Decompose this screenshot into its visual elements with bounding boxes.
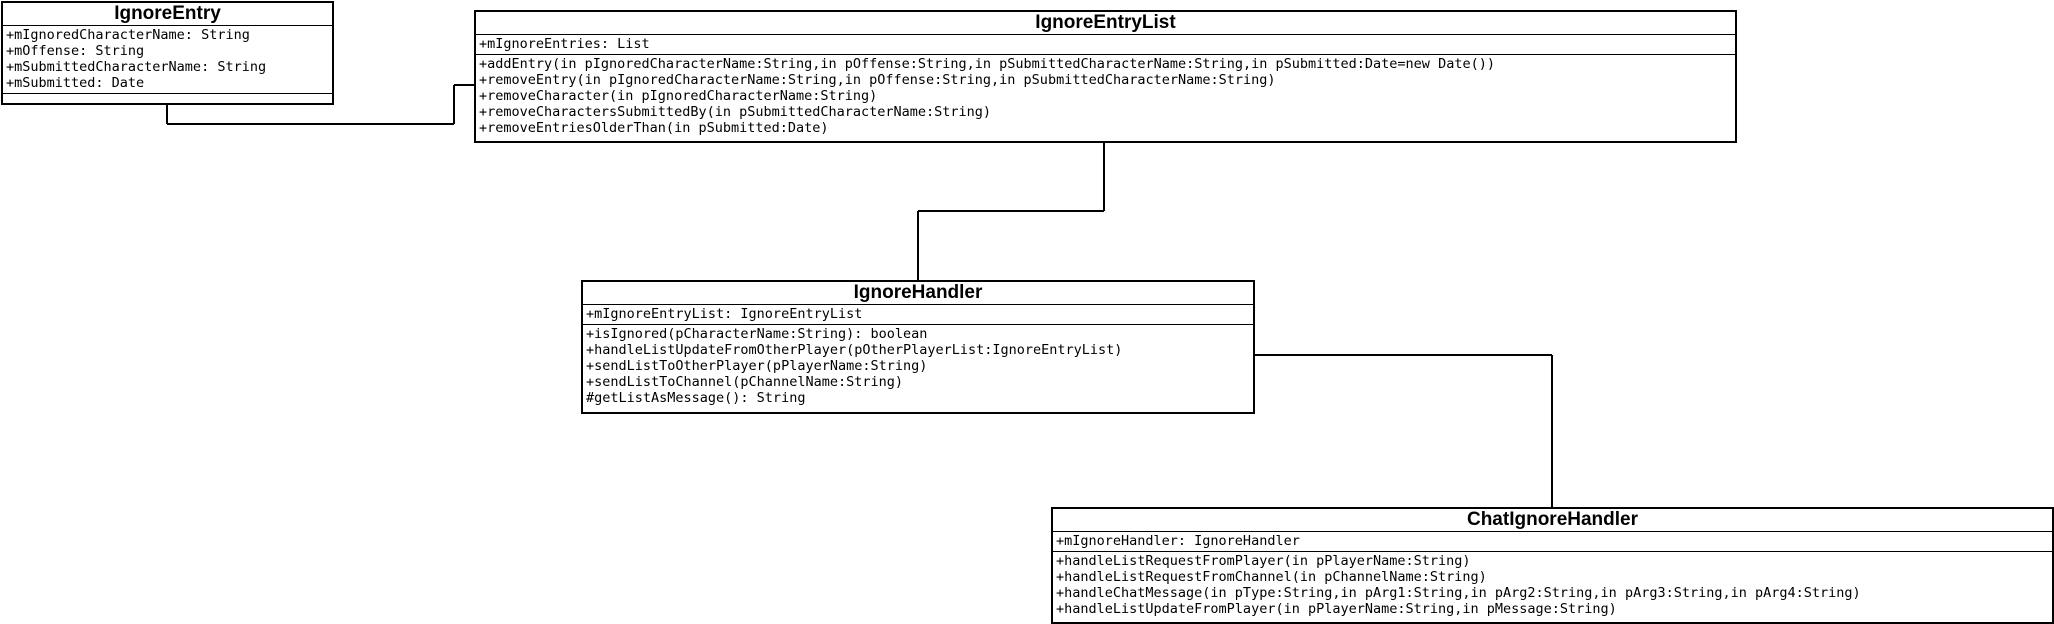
operation: +handleListUpdateFromOtherPlayer(pOtherP…: [586, 342, 1123, 358]
ignore-entry-class[interactable]: IgnoreEntry +mIgnoredCharacterName: Stri…: [1, 1, 334, 105]
attribute: +mIgnoreEntries: List: [479, 36, 650, 52]
operation: +removeCharacter(in pIgnoredCharacterNam…: [479, 88, 878, 104]
operation: +handleListRequestFromChannel(in pChanne…: [1056, 569, 1487, 585]
attributes-compartment: +mIgnoreEntries: List: [476, 35, 1735, 55]
operations-compartment: +addEntry(in pIgnoredCharacterName:Strin…: [476, 55, 1735, 138]
chat-ignore-handler-class[interactable]: ChatIgnoreHandler +mIgnoreHandler: Ignor…: [1051, 507, 2054, 624]
operation: +handleListUpdateFromPlayer(in pPlayerNa…: [1056, 601, 1617, 617]
operation: +isIgnored(pCharacterName:String): boole…: [586, 326, 928, 342]
operation: +removeEntry(in pIgnoredCharacterName:St…: [479, 72, 1276, 88]
operation: +handleChatMessage(in pType:String,in pA…: [1056, 585, 1861, 601]
attribute: +mIgnoreHandler: IgnoreHandler: [1056, 533, 1300, 549]
operation: +sendListToChannel(pChannelName:String): [586, 374, 903, 390]
operations-compartment: +isIgnored(pCharacterName:String): boole…: [583, 325, 1253, 408]
attribute: +mSubmitted: Date: [6, 75, 145, 91]
ignore-handler-class[interactable]: IgnoreHandler +mIgnoreEntryList: IgnoreE…: [581, 280, 1255, 414]
operations-compartment: +handleListRequestFromPlayer(in pPlayerN…: [1053, 552, 2052, 619]
class-name: ChatIgnoreHandler: [1053, 509, 2052, 532]
class-name: IgnoreEntryList: [476, 12, 1735, 35]
class-name: IgnoreEntry: [3, 3, 332, 26]
class-name: IgnoreHandler: [583, 282, 1253, 305]
attribute: +mOffense: String: [6, 43, 145, 59]
ignore-entry-list-class[interactable]: IgnoreEntryList +mIgnoreEntries: List +a…: [474, 10, 1737, 143]
operation: #getListAsMessage(): String: [586, 390, 806, 406]
operation: +sendListToOtherPlayer(pPlayerName:Strin…: [586, 358, 928, 374]
operation: +removeCharactersSubmittedBy(in pSubmitt…: [479, 104, 992, 120]
attribute: +mIgnoreEntryList: IgnoreEntryList: [586, 306, 863, 322]
attributes-compartment: +mIgnoredCharacterName: String +mOffense…: [3, 26, 332, 94]
operation: +removeEntriesOlderThan(in pSubmitted:Da…: [479, 120, 829, 136]
attribute: +mSubmittedCharacterName: String: [6, 59, 267, 75]
attribute: +mIgnoredCharacterName: String: [6, 27, 250, 43]
operation: +addEntry(in pIgnoredCharacterName:Strin…: [479, 56, 1495, 72]
operation: +handleListRequestFromPlayer(in pPlayerN…: [1056, 553, 1471, 569]
attributes-compartment: +mIgnoreHandler: IgnoreHandler: [1053, 532, 2052, 552]
attributes-compartment: +mIgnoreEntryList: IgnoreEntryList: [583, 305, 1253, 325]
operations-compartment: [3, 94, 332, 97]
